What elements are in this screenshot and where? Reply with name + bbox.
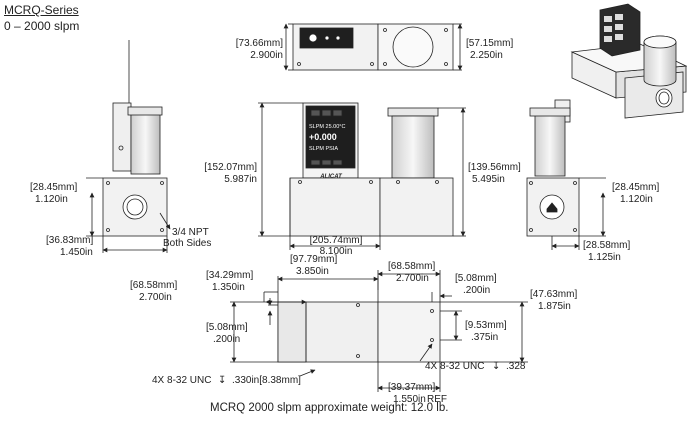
unc-left-leader [299,369,316,377]
left-width-in: 1.450in [60,247,93,258]
height-4763-mm: [47.63mm] [530,289,577,300]
width-3937-mm: [39.37mm] [388,382,435,393]
front-view [258,102,381,250]
width-6858-in: 2.700in [396,273,429,284]
npt-note: Both Sides [163,238,211,249]
right-width-in: 1.125in [588,252,621,263]
left-port-height-in: 1.120in [35,194,68,205]
top-cap-circle [392,26,434,68]
offset-508-left-mm: [5.08mm] [206,322,248,333]
unc-right-spec: 4X 8-32 UNC [425,361,484,372]
height-152-in: 5.987in [224,174,257,185]
left-port-height-mm: [28.45mm] [30,182,77,193]
height-6858-mm: [68.58mm] [130,280,177,291]
unc-right-leader [419,343,433,362]
depth-icon: ↧ [218,375,226,386]
width-3429-mm: [34.29mm] [206,270,253,281]
top-height-mm: [73.66mm] [236,38,283,49]
offset-508-top-in: .200in [463,285,490,296]
series-title: MCRQ-Series [4,3,79,17]
width-3937-in: 1.550in [393,394,426,405]
isometric-view [570,3,687,119]
bottom-view [230,270,528,392]
left-side-view [86,40,171,253]
height-4763-in: 1.875in [538,301,571,312]
top-width-mm: [57.15mm] [466,38,513,49]
display-line1: SLPM 25.00°C [309,124,345,130]
width-3429-in: 1.350in [212,282,245,293]
flow-range: 0 – 2000 slpm [4,19,80,33]
npt-port-left [122,194,148,220]
npt-leader [159,212,171,230]
brand-logo: ALICAT [319,174,343,180]
height-139-mm: [139.56mm] [468,162,521,173]
iso-port [655,88,673,108]
right-width-mm: [28.58mm] [583,240,630,251]
width-977-in: 3.850in [296,266,329,277]
weight-note: MCRQ 2000 slpm approximate weight: 12.0 … [210,402,449,414]
top-height-in: 2.900in [250,50,283,61]
offset-508-left-in: .200in [213,334,240,345]
top-width-in: 2.250in [470,50,503,61]
right-port-height-mm: [28.45mm] [612,182,659,193]
unc-left-depth: .330in[8.38mm] [232,375,301,386]
height-139-in: 5.495in [472,174,505,185]
depth-icon: ↧ [492,361,500,372]
length-205-mm: [205.74mm] [310,235,363,246]
right-port-height-in: 1.120in [620,194,653,205]
width-977-mm: [97.79mm] [290,254,337,265]
right-side-view [526,99,606,250]
display-line2: +0.000 [309,132,337,142]
ref-note: REF [427,394,447,405]
unc-left-spec: 4X 8-32 UNC [152,375,211,386]
width-6858-mm: [68.58mm] [388,261,435,272]
height-6858-in: 2.700in [139,292,172,303]
front-display-text: SLPM 25.00°C +0.000 SLPM PSIA ALICAT [309,124,345,180]
length-205-in: 8.100in [320,246,353,257]
height-953-in: .375in [471,332,498,343]
height-953-mm: [9.53mm] [465,320,507,331]
left-width-mm: [36.83mm] [46,235,93,246]
unc-right-depth: .328 [506,361,526,372]
rear-view [379,107,466,237]
height-152-mm: [152.07mm] [204,162,257,173]
npt-size: 3/4 NPT [172,227,209,238]
display-line3: SLPM PSIA [309,146,338,152]
top-view [283,23,463,71]
offset-508-top-mm: [5.08mm] [455,273,497,284]
